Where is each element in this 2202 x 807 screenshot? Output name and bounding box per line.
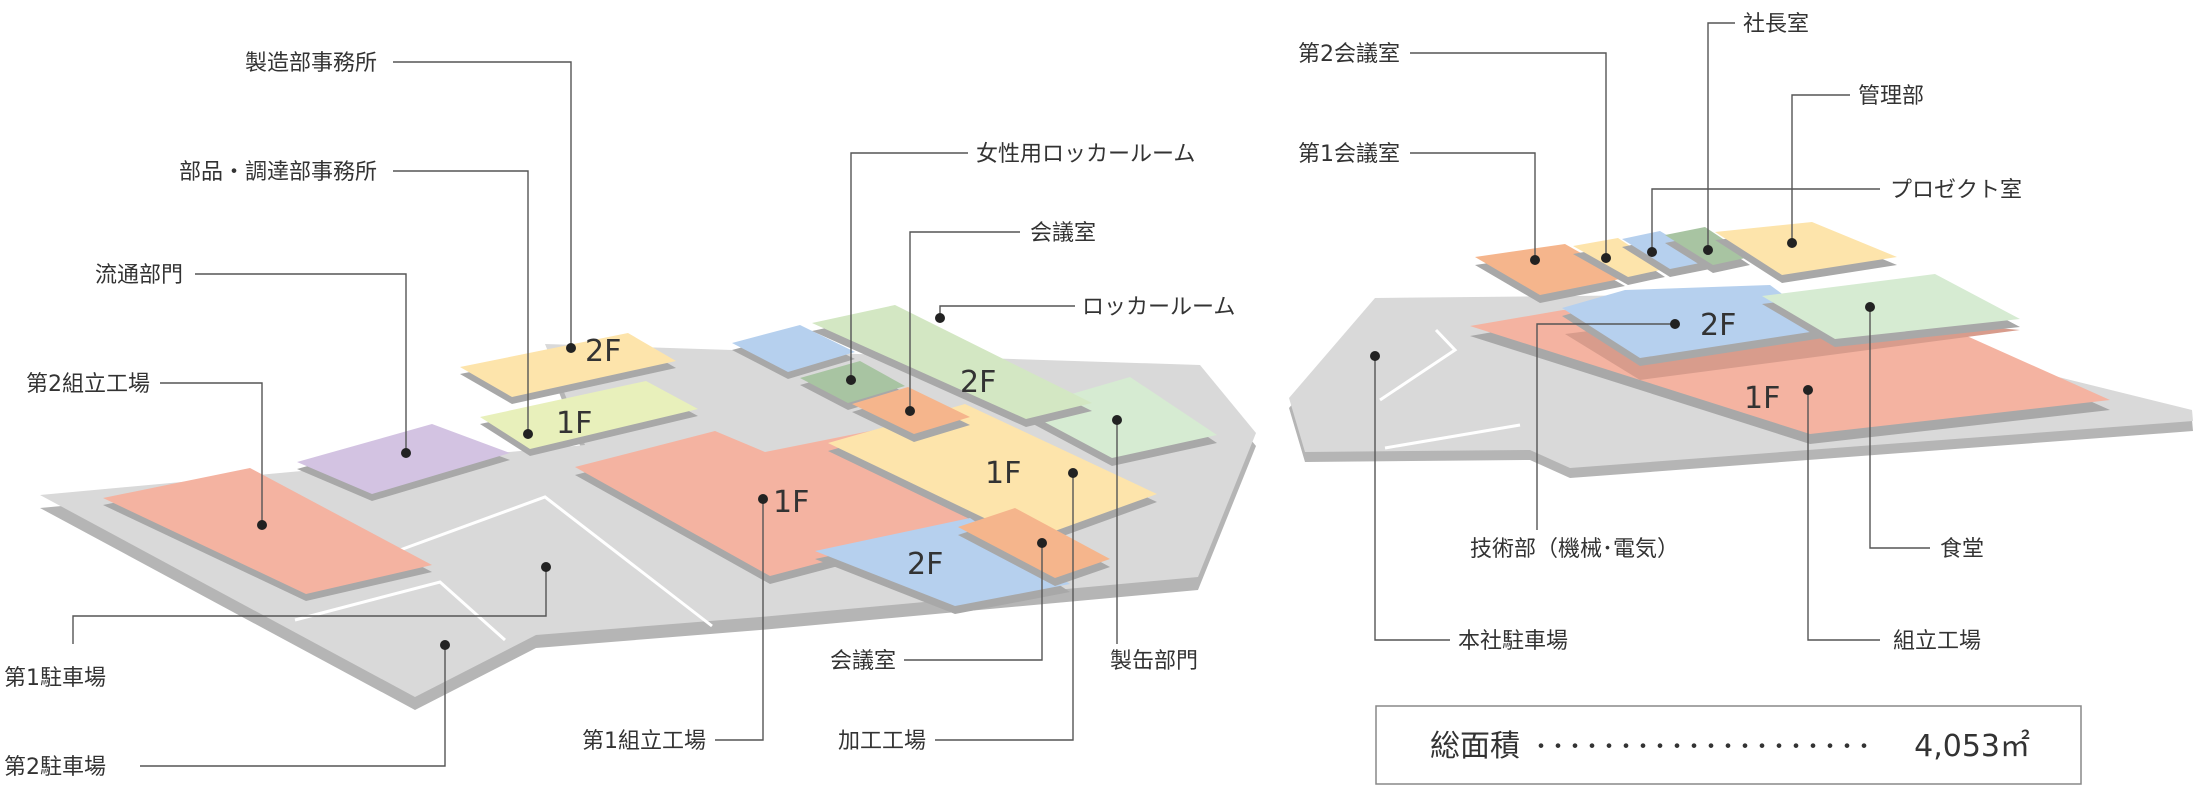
meeting-room-2-block [1573, 238, 1665, 277]
label-distribution: 流通部門 [95, 263, 183, 288]
leader-hq-parking [1374, 356, 1450, 641]
dot-meeting-lower [1037, 538, 1047, 548]
label-meeting-lower: 会議室 [830, 649, 896, 674]
dot-assembly-2 [257, 520, 267, 530]
label-canning: 製缶部門 [1110, 649, 1198, 674]
leader-parts-office [393, 170, 529, 434]
label-assembly: 組立工場 [1893, 629, 1981, 654]
dot-parking-1 [541, 562, 551, 572]
dot-parking-2 [440, 640, 450, 650]
leader-meeting-room-2 [1410, 52, 1607, 258]
meeting-2f-block [815, 518, 1070, 606]
label-meeting-room-1: 第1会議室 [1298, 142, 1400, 167]
label-engineering: 技術部（機械･電気） [1470, 537, 1679, 562]
dot-hq-parking [1370, 351, 1380, 361]
leader-women-locker [850, 152, 968, 380]
leader-parking-1 [72, 567, 547, 644]
site-a: 2F 1F 1F 2F 1F 2F 製造部事務所 [4, 51, 1256, 780]
tag-office-2f: 2F [585, 334, 621, 369]
tag-assembly-1f: 1F [773, 485, 809, 520]
leader-engineering [1536, 323, 1675, 530]
label-project-room: プロゼクト室 [1890, 178, 2022, 203]
dot-meeting-room-1 [1530, 255, 1540, 265]
office-1f-block [480, 381, 698, 449]
leader-project-room [1651, 188, 1880, 252]
dot-cafeteria [1865, 302, 1875, 312]
leader-meeting-lower [904, 543, 1043, 661]
leader-processing [935, 473, 1074, 741]
label-parking-1: 第1駐車場 [4, 666, 106, 691]
label-processing: 加工工場 [838, 729, 926, 754]
dot-meeting-upper [905, 406, 915, 416]
management-block [1715, 222, 1897, 275]
cafeteria-block [1762, 274, 2020, 339]
leader-president-room [1707, 22, 1735, 250]
tag-processing-1f: 1F [985, 456, 1021, 491]
dot-women-locker [846, 375, 856, 385]
label-assembly-2: 第2組立工場 [26, 372, 150, 397]
dot-management [1787, 238, 1797, 248]
dot-canning [1112, 415, 1122, 425]
leader-assembly-1 [715, 499, 764, 741]
leader-management [1791, 94, 1850, 243]
label-parking-2: 第2駐車場 [4, 755, 106, 780]
label-parts-office: 部品・調達部事務所 [179, 160, 377, 185]
label-women-locker: 女性用ロッカールーム [976, 142, 1195, 167]
upper-2f-block [1562, 285, 1830, 358]
meeting-lower-block [958, 508, 1110, 578]
leader-assembly [1807, 390, 1880, 641]
dot-project-room [1647, 247, 1657, 257]
parking-lines-3 [1379, 328, 1458, 402]
parking-lines-2 [294, 580, 506, 642]
site-b: 2F 1F 第2会議室 社長室 管理部 第1会議室 プロゼクト室 技術部（機械･… [1289, 12, 2193, 654]
small-blue-block [732, 325, 855, 372]
tag-main-1f: 1F [1744, 381, 1780, 416]
dot-locker [935, 313, 945, 323]
dot-processing [1068, 468, 1078, 478]
tag-office-1f: 1F [556, 406, 592, 441]
leader-cafeteria [1869, 307, 1930, 549]
dot-meeting-room-2 [1601, 253, 1611, 263]
tag-upper-2f: 2F [1700, 308, 1736, 343]
distribution-block [297, 424, 510, 494]
dot-assembly-1 [758, 494, 768, 504]
total-area-leader: ・・・・・・・・・・・・・・・・・・・・ [1530, 735, 1875, 760]
assembly-2-block [103, 468, 432, 594]
leader-meeting-room-1 [1410, 152, 1536, 260]
leader-distribution [195, 273, 407, 453]
project-room-block [1622, 231, 1710, 269]
dot-president-room [1703, 245, 1713, 255]
dot-parts-office [523, 429, 533, 439]
leader-manufacturing-office [393, 61, 572, 348]
label-meeting-upper: 会議室 [1030, 221, 1096, 246]
label-cafeteria: 食堂 [1940, 537, 1984, 562]
label-assembly-1: 第1組立工場 [582, 729, 706, 754]
label-president-room: 社長室 [1743, 12, 1809, 37]
label-manufacturing-office: 製造部事務所 [245, 51, 377, 76]
dot-distribution [401, 448, 411, 458]
building-2f-block [812, 305, 1092, 419]
label-locker: ロッカールーム [1082, 295, 1235, 320]
total-area-box: 総面積 ・・・・・・・・・・・・・・・・・・・・ 4,053㎡ [1375, 705, 2082, 785]
total-area-frame [1375, 705, 2082, 785]
tag-building-2f: 2F [960, 365, 996, 400]
label-hq-parking: 本社駐車場 [1458, 629, 1568, 654]
label-meeting-room-2: 第2会議室 [1298, 42, 1400, 67]
parking-lines-4 [1384, 423, 1521, 450]
total-area-label: 総面積 [1430, 729, 1520, 764]
leader-parking-2 [140, 645, 446, 767]
total-area-value: 4,053㎡ [1914, 729, 2030, 764]
label-management: 管理部 [1858, 84, 1924, 109]
parking-lines-1 [399, 495, 713, 628]
dot-manufacturing-office [566, 343, 576, 353]
leader-meeting-upper [909, 231, 1020, 411]
leader-assembly-2 [160, 382, 263, 525]
dot-assembly [1803, 385, 1813, 395]
dot-engineering [1670, 319, 1680, 329]
office-2f-block [460, 333, 676, 397]
tag-meeting-2f: 2F [907, 547, 943, 582]
leader-locker [939, 305, 1075, 318]
